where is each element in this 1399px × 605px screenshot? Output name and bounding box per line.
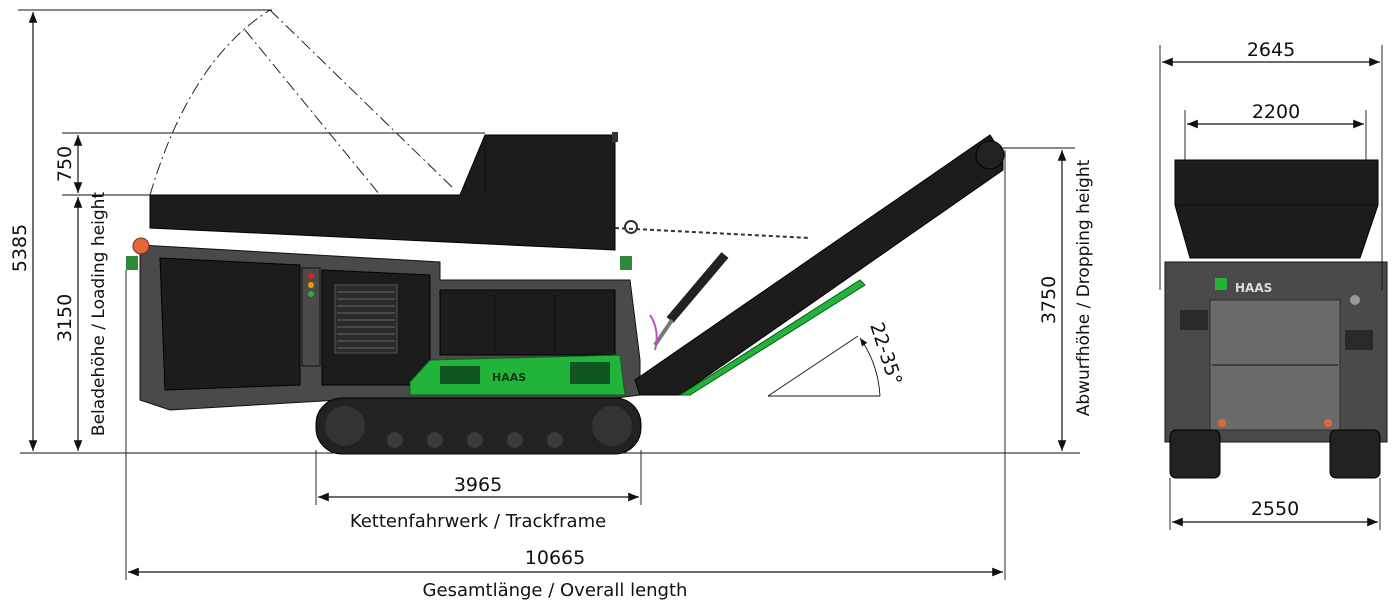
front-side-box-left: [1180, 310, 1208, 330]
front-logo-mark: [1215, 278, 1227, 290]
front-light: [1350, 295, 1360, 305]
raised-hopper-outline: [269, 9, 456, 191]
overall-length-value: 10665: [525, 547, 585, 569]
front-width-tracks-value: 2550: [1251, 498, 1299, 520]
front-hopper: [1174, 159, 1379, 259]
track-length-label: Kettenfahrwerk / Trackframe: [350, 511, 606, 532]
hopper: [149, 134, 616, 251]
loading-height-value: 3150: [54, 294, 76, 342]
front-track-right: [1329, 429, 1381, 479]
rear-marker: [620, 256, 632, 270]
crawler-track: [315, 397, 642, 455]
hydraulic-cylinder: [666, 252, 729, 323]
total-height-value: 5385: [9, 224, 31, 272]
dropping-height-value: 3750: [1038, 276, 1060, 324]
track-roller: [467, 432, 483, 448]
angle-label: 22-35°: [865, 320, 906, 388]
track-sprocket-rear: [592, 406, 632, 446]
track-roller: [387, 432, 403, 448]
front-warning-light-right: [1324, 419, 1332, 427]
discharge-conveyor: [614, 134, 1005, 396]
vent-right: [570, 362, 610, 384]
status-light-red: [308, 273, 314, 279]
front-warning-light-left: [1218, 419, 1226, 427]
front-marker: [126, 256, 138, 270]
track-roller: [547, 432, 563, 448]
loading-height-label: Beladehöhe / Loading height: [89, 192, 109, 436]
tow-eye: [132, 237, 150, 255]
hydraulic-hose: [649, 314, 658, 351]
status-light-amber: [308, 282, 314, 288]
head-drum: [975, 140, 1005, 170]
support-chain: [614, 227, 811, 239]
track-idler-front: [325, 406, 365, 446]
front-width-top-value: 2645: [1247, 39, 1295, 61]
cylinder-rod: [653, 318, 674, 347]
raised-hopper-inner: [244, 29, 381, 196]
chain-hook: [624, 220, 638, 234]
conveyor-skirt-green: [678, 279, 866, 396]
front-track-left: [1169, 429, 1221, 479]
track-roller: [427, 432, 443, 448]
hopper-extension-value: 750: [54, 146, 76, 182]
front-panel: [159, 257, 301, 391]
front-view: HAAS 2645 2200 2550: [1159, 39, 1388, 530]
angle-incline-line: [767, 335, 859, 397]
front-side-box-right: [1345, 330, 1373, 350]
brand-logo-text: HAAS: [492, 371, 526, 384]
front-width-hopper-value: 2200: [1252, 101, 1300, 123]
overall-length-label: Gesamtlänge / Overall length: [423, 580, 688, 601]
radiator-grille: [334, 284, 398, 354]
light-strip: [301, 267, 321, 367]
shredder-box: [439, 289, 616, 356]
status-light-green: [308, 291, 314, 297]
angle-arc: [859, 337, 881, 397]
conveyor-belt: [634, 134, 1004, 396]
hopper-lug: [612, 132, 618, 142]
side-view: HAAS: [9, 9, 1094, 601]
front-brand-logo: HAAS: [1235, 281, 1272, 295]
shredder-machine-side: HAAS: [126, 132, 641, 411]
track-roller: [507, 432, 523, 448]
track-length-value: 3965: [454, 474, 502, 496]
dropping-height-label: Abwurfhöhe / Dropping height: [1074, 159, 1094, 416]
vent-left: [440, 366, 480, 384]
hopper-swing-arc: [149, 9, 271, 196]
